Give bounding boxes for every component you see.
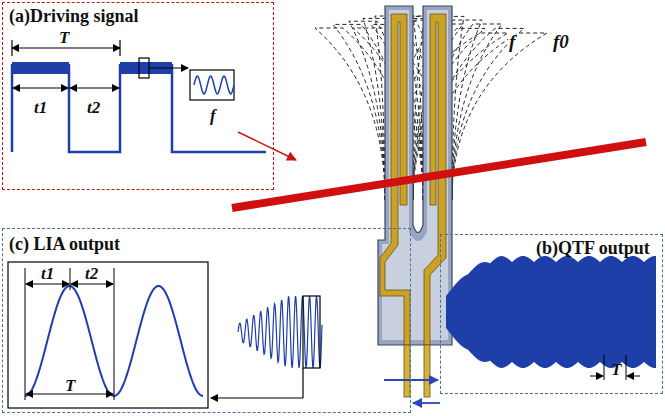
frequency-label: f [508, 32, 516, 51]
zoom-frame [8, 262, 208, 408]
driving-signal [12, 40, 266, 152]
period-label: T [59, 29, 69, 46]
drawing-part [71, 284, 113, 285]
drawing-part [211, 397, 303, 398]
drawing-part [12, 47, 120, 48]
panel-title: (a)Driving signal [9, 7, 139, 25]
time-label: t1 [41, 265, 54, 282]
frequency-label: f0 [552, 32, 570, 51]
period-label: T [65, 377, 75, 394]
qtf-output-panel: (b)QTF outputT [440, 234, 663, 394]
frequency-label: f [210, 107, 216, 124]
drawing-part [604, 355, 605, 380]
driving-signal-panel: (a)Driving signalTt1 t2 f [2, 2, 274, 190]
drawing-part [139, 58, 149, 78]
laser-beam [232, 142, 646, 208]
drawing-part [25, 268, 26, 400]
lia-output-panel: (c) LIA output t1 t2T [2, 228, 411, 413]
drawing-part [194, 76, 234, 94]
drawing-part [626, 355, 627, 380]
drawing-part [11, 40, 12, 56]
chirp-waveform [238, 296, 322, 368]
pointer-arrow [238, 132, 296, 160]
qtf-waveform [446, 256, 656, 368]
time-label: t2 [85, 265, 98, 282]
time-label: t2 [87, 99, 100, 116]
drawing-part [303, 296, 320, 368]
time-label: t1 [34, 99, 47, 116]
panel-title: (c) LIA output [9, 235, 120, 253]
drawing-part [12, 62, 69, 74]
drawing-part [149, 67, 188, 68]
drawing-part [70, 87, 119, 88]
period-label: T [611, 361, 621, 378]
drawing-part [590, 376, 603, 377]
drawing-part [119, 40, 120, 56]
drawing-part [13, 87, 68, 88]
signal-arrow [384, 379, 438, 381]
drawing-part [424, 345, 430, 397]
panel-title: (b)QTF output [536, 239, 650, 257]
drawing-part [70, 268, 71, 290]
drawing-part [627, 376, 640, 377]
drawing-part [190, 70, 234, 100]
drawing-part [26, 284, 69, 285]
drawing-part [404, 345, 410, 397]
drawing-part [302, 368, 303, 398]
drawing-part [114, 268, 115, 400]
signal-arrow [413, 402, 440, 404]
